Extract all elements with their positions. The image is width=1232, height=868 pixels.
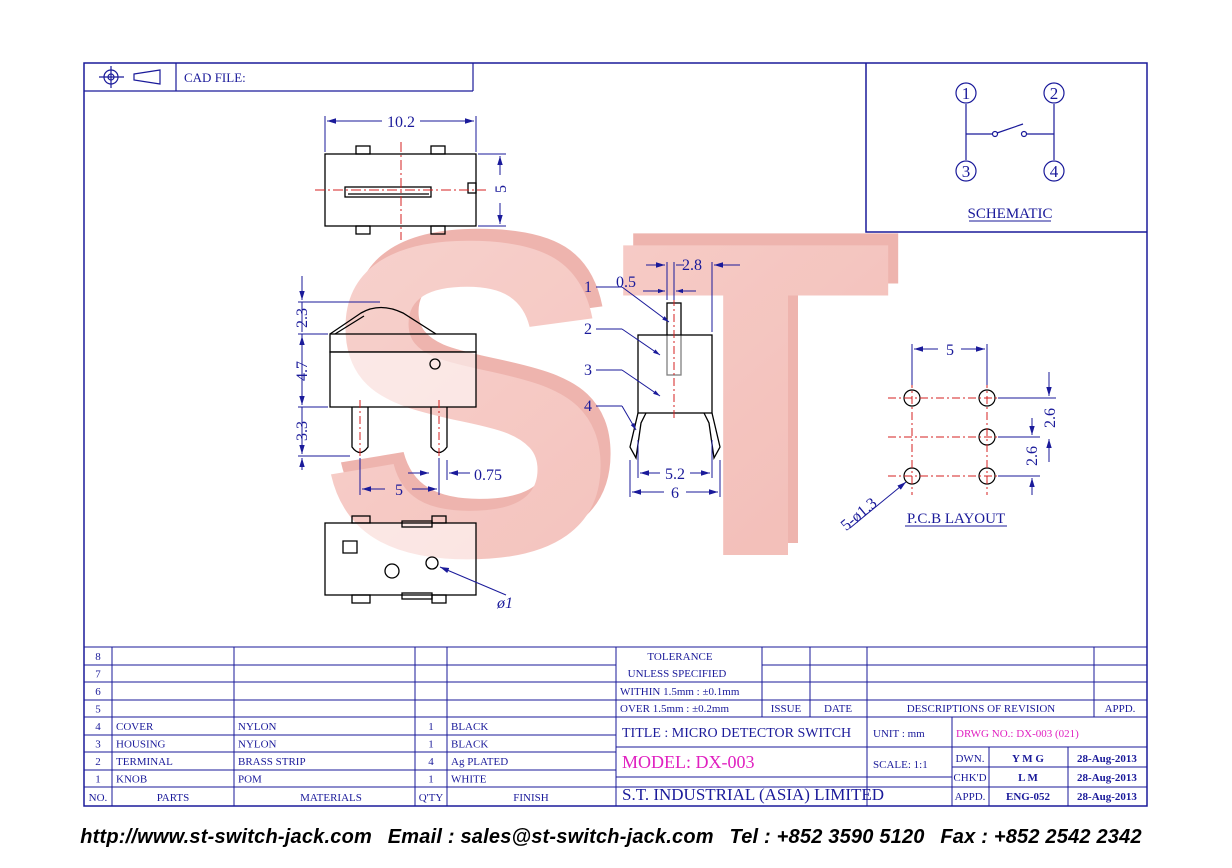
- end-thickness-dim: 0.5: [616, 274, 636, 291]
- model-text: MODEL: DX-003: [622, 752, 755, 772]
- side-pitch-dim: 5: [395, 482, 403, 499]
- schematic-pin-2: 2: [1050, 84, 1059, 103]
- website-link[interactable]: http://www.st-switch-jack.com: [80, 826, 372, 848]
- company-text: S.T. INDUSTRIAL (ASIA) LIMITED: [622, 785, 884, 804]
- side-pin-width-dim: 0.75: [474, 467, 502, 484]
- contact-footer: http://www.st-switch-jack.com Email : sa…: [0, 826, 1232, 849]
- part-row-qty: 4: [428, 756, 434, 768]
- top-width-dim: 10.2: [387, 114, 415, 131]
- signoff-name: Y M G: [1012, 753, 1044, 765]
- end-outer-dim: 6: [671, 485, 679, 502]
- scale-text: SCALE: 1:1: [873, 759, 928, 771]
- unit-text: UNIT : mm: [873, 728, 925, 740]
- email-text: Email : sales@st-switch-jack.com: [387, 826, 714, 848]
- part-row-part: KNOB: [116, 774, 147, 786]
- signoff-role: CHK'D: [953, 772, 986, 784]
- tolerance-within: WITHIN 1.5mm : ±0.1mm: [620, 686, 740, 698]
- top-view: 10.2 5: [315, 114, 510, 240]
- part-row-no: 6: [95, 686, 101, 698]
- signoff-date: 28-Aug-2013: [1077, 753, 1137, 765]
- title-text: TITLE : MICRO DETECTOR SWITCH: [622, 726, 851, 741]
- drwg-no-text: DRWG NO.: DX-003 (021): [956, 728, 1079, 740]
- part-row-no: 8: [95, 651, 101, 663]
- part-row-finish: Ag PLATED: [451, 756, 508, 768]
- col-finish-header: FINISH: [513, 792, 549, 804]
- end-top-dim: 2.8: [682, 257, 702, 274]
- bottom-hole-dim: ø1: [496, 595, 513, 612]
- col-parts-header: PARTS: [157, 792, 190, 804]
- end-inner-dim: 5.2: [665, 466, 685, 483]
- top-height-dim: 5: [493, 185, 510, 193]
- end-view: 2.8 0.5 5.2 6 1 2 3 4: [584, 257, 740, 502]
- side-pin-dim: 3.3: [294, 421, 311, 441]
- side-body-dim: 4.7: [294, 361, 311, 381]
- col-no-header: NO.: [89, 792, 108, 804]
- part-row-part: HOUSING: [116, 739, 166, 751]
- schematic-pin-3: 3: [962, 162, 971, 181]
- part-row-material: BRASS STRIP: [238, 756, 306, 768]
- projection-symbol-icon: [99, 66, 161, 88]
- part-row-no: 4: [95, 721, 101, 733]
- col-qty-header: Q'TY: [419, 792, 444, 804]
- part-row-qty: 1: [428, 739, 434, 751]
- bottom-view: ø1: [324, 515, 513, 612]
- tel-text: Tel : +852 3590 5120: [729, 826, 925, 848]
- part-row-qty: 1: [428, 721, 434, 733]
- part-row-material: NYLON: [238, 739, 277, 751]
- pcb-pitch-y2-dim: 2.6: [1024, 446, 1041, 466]
- part-row-no: 5: [95, 704, 101, 716]
- part-row-no: 7: [95, 669, 101, 681]
- callout-1: 1: [584, 279, 592, 296]
- header-strip: CAD FILE:: [84, 63, 474, 92]
- signoff-date: 28-Aug-2013: [1077, 772, 1137, 784]
- tolerance-line1: TOLERANCE: [647, 651, 712, 663]
- part-row-part: COVER: [116, 721, 154, 733]
- callout-4: 4: [584, 398, 592, 415]
- callout-3: 3: [584, 362, 592, 379]
- tolerance-over: OVER 1.5mm : ±0.2mm: [620, 703, 729, 715]
- pcb-pitch-x-dim: 5: [946, 342, 954, 359]
- pcb-pitch-y1-dim: 2.6: [1042, 408, 1059, 428]
- part-row-finish: BLACK: [451, 721, 488, 733]
- signoff-name: L M: [1018, 772, 1038, 784]
- schematic-pin-4: 4: [1050, 162, 1059, 181]
- tolerance-line2: UNLESS SPECIFIED: [628, 668, 727, 680]
- rev-date-header: DATE: [824, 703, 852, 715]
- part-row-no: 2: [95, 756, 101, 768]
- signoff-name: ENG-052: [1006, 791, 1051, 803]
- part-row-material: NYLON: [238, 721, 277, 733]
- part-row-finish: BLACK: [451, 739, 488, 751]
- part-row-finish: WHITE: [451, 774, 487, 786]
- signoff-role: APPD.: [955, 791, 986, 803]
- rev-desc-header: DESCRIPTIONS OF REVISION: [907, 703, 1056, 715]
- side-view: 2.3 4.7 3.3 5 0.75: [294, 276, 502, 499]
- callout-2: 2: [584, 321, 592, 338]
- part-row-qty: 1: [428, 774, 434, 786]
- cad-file-label: CAD FILE:: [184, 70, 246, 85]
- part-row-part: TERMINAL: [116, 756, 173, 768]
- schematic-pin-1: 1: [962, 84, 971, 103]
- signoff-date: 28-Aug-2013: [1077, 791, 1137, 803]
- pcb-layout-label: P.C.B LAYOUT: [907, 511, 1005, 527]
- schematic-label: SCHEMATIC: [967, 206, 1052, 222]
- revision-block: TOLERANCE UNLESS SPECIFIED WITHIN 1.5mm …: [616, 647, 1147, 806]
- signoff-role: DWN.: [955, 753, 984, 765]
- fax-text: Fax : +852 2542 2342: [940, 826, 1142, 848]
- part-row-no: 1: [95, 774, 101, 786]
- rev-issue-header: ISSUE: [771, 703, 802, 715]
- col-materials-header: MATERIALS: [300, 792, 362, 804]
- pcb-layout: 5 2.6 2.6 5-ø1.3 P.C.B LAYOUT: [838, 342, 1059, 534]
- schematic-panel: 1 2 3 4 SCHEMATIC: [865, 63, 1147, 233]
- part-row-material: POM: [238, 774, 262, 786]
- title-block: TITLE : MICRO DETECTOR SWITCH UNIT : mm …: [616, 717, 1147, 806]
- part-row-no: 3: [95, 739, 101, 751]
- side-knob-dim: 2.3: [294, 308, 311, 328]
- rev-appd-header: APPD.: [1105, 703, 1136, 715]
